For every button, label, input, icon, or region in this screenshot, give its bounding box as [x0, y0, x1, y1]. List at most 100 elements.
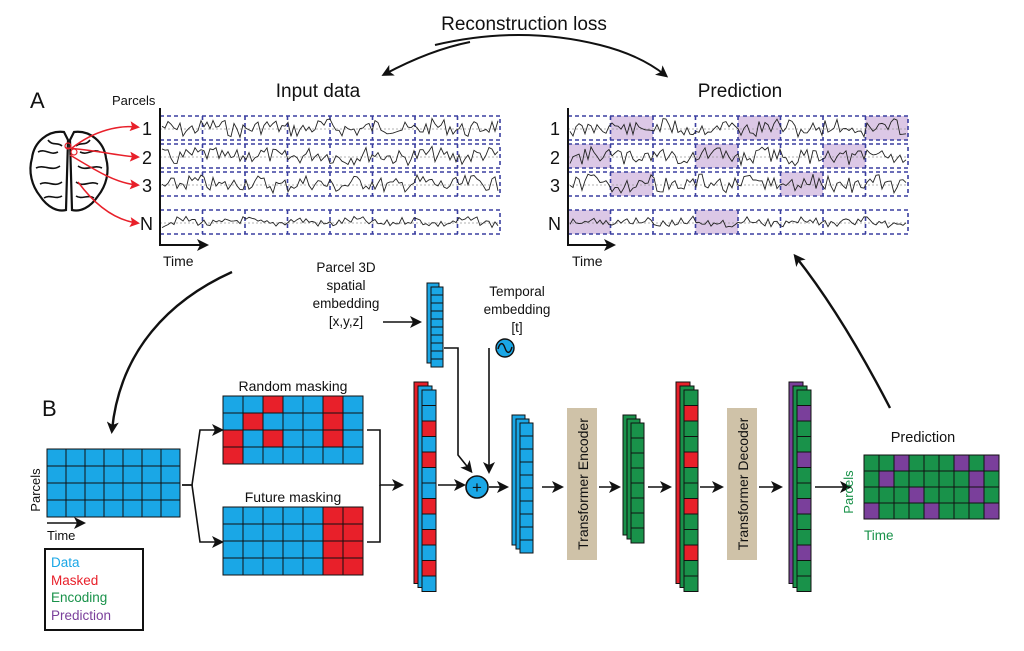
- branch-arrow-random: [182, 424, 224, 486]
- prediction-cell: [878, 470, 895, 488]
- input-time-label: Time: [163, 253, 194, 269]
- future-mask-cell: [242, 523, 264, 542]
- token-cell: [430, 318, 444, 328]
- legend-data: Data: [51, 555, 80, 570]
- pred-grid-time-label: Time: [864, 528, 894, 543]
- future-mask-cell: [302, 557, 324, 576]
- masked-segment: [610, 116, 653, 140]
- input-row-label-1: 1: [142, 119, 152, 139]
- data-cell: [141, 499, 162, 518]
- transformer-decoder-label: Transformer Decoder: [735, 417, 751, 550]
- data-cell: [122, 448, 143, 467]
- token-cell: [421, 513, 437, 530]
- prediction-grid-title: Prediction: [891, 430, 955, 446]
- random-mask-cell: [302, 446, 324, 465]
- random-mask-cell: [342, 429, 364, 448]
- random-mask-cell: [302, 429, 324, 448]
- token-cell: [630, 527, 645, 544]
- data-cell: [160, 482, 181, 501]
- prediction-cell: [968, 454, 985, 472]
- future-mask-cell: [222, 506, 244, 525]
- prediction-cell: [983, 486, 1000, 504]
- loss-arrow-right: [434, 34, 669, 78]
- data-cell: [46, 482, 67, 501]
- random-mask-cell: [262, 446, 284, 465]
- prediction-cell: [893, 502, 910, 520]
- prediction-cell: [938, 502, 955, 520]
- data-cell: [141, 448, 162, 467]
- prediction-return-arrow: [793, 253, 892, 409]
- token-cell: [421, 529, 437, 546]
- prediction-cell: [908, 486, 925, 504]
- prediction-cell: [863, 454, 880, 472]
- token-cell: [683, 467, 699, 484]
- token-cell: [430, 334, 444, 344]
- token-cell: [430, 350, 444, 360]
- data-cell: [122, 482, 143, 501]
- prediction-timeseries: [567, 115, 909, 235]
- parcels-axis-label: Parcels: [112, 93, 156, 108]
- input-row-label-3: 3: [142, 176, 152, 196]
- encoding-stack: [622, 414, 645, 544]
- token-cell: [421, 544, 437, 561]
- future-mask-cell: [282, 506, 304, 525]
- token-cell: [421, 451, 437, 468]
- token-cell: [683, 389, 699, 406]
- prediction-cell: [923, 486, 940, 504]
- data-cell: [46, 448, 67, 467]
- prediction-cell: [908, 470, 925, 488]
- data-cell: [160, 465, 181, 484]
- random-mask-cell: [262, 395, 284, 414]
- loss-arrow-left: [381, 41, 471, 76]
- random-mask-cell: [222, 429, 244, 448]
- masked-segment: [695, 144, 738, 168]
- random-mask-cell: [342, 412, 364, 431]
- pred-time-axis: [567, 108, 616, 251]
- transformer-encoder-box: [567, 408, 597, 560]
- random-masking-grid: [222, 395, 364, 465]
- token-cell: [421, 575, 437, 592]
- spatial-embedding-stack: [426, 282, 444, 368]
- token-cell: [630, 437, 645, 454]
- token-cell: [421, 420, 437, 437]
- token-cell: [519, 487, 534, 502]
- masked-segment: [610, 172, 653, 196]
- temporal-embedding-line-1: Temporal: [489, 284, 545, 299]
- svg-text:+: +: [472, 478, 482, 497]
- data-cell: [122, 465, 143, 484]
- token-cell: [519, 513, 534, 528]
- token-cell: [683, 544, 699, 561]
- random-mask-cell: [322, 429, 344, 448]
- random-mask-cell: [262, 412, 284, 431]
- signal-trace: [569, 215, 907, 229]
- prediction-cell: [983, 470, 1000, 488]
- data-cell: [141, 465, 162, 484]
- prediction-cell: [968, 502, 985, 520]
- random-mask-cell: [242, 395, 264, 414]
- legend-prediction: Prediction: [51, 607, 112, 623]
- random-mask-cell: [282, 446, 304, 465]
- prediction-cell: [983, 454, 1000, 472]
- prediction-cell: [938, 454, 955, 472]
- random-mask-cell: [342, 395, 364, 414]
- prediction-title: Prediction: [698, 81, 783, 102]
- spatial-embedding-line-3: embedding: [313, 296, 380, 311]
- pred-time-label: Time: [572, 253, 603, 269]
- input-row-label-2: 2: [142, 148, 152, 168]
- token-cell: [683, 405, 699, 422]
- masked-segment: [568, 210, 611, 234]
- temporal-embedding-line-3: [t]: [511, 320, 522, 335]
- random-mask-cell: [262, 429, 284, 448]
- future-mask-cell: [242, 540, 264, 559]
- token-cell: [421, 389, 437, 406]
- future-mask-cell: [302, 523, 324, 542]
- embedded-token-stack: [511, 414, 534, 554]
- pred-row-label-n: N: [548, 214, 561, 234]
- data-cell: [122, 499, 143, 518]
- token-cell: [430, 358, 444, 368]
- token-cell: [796, 544, 812, 561]
- data-cell: [103, 482, 124, 501]
- token-cell: [421, 405, 437, 422]
- token-cell: [796, 451, 812, 468]
